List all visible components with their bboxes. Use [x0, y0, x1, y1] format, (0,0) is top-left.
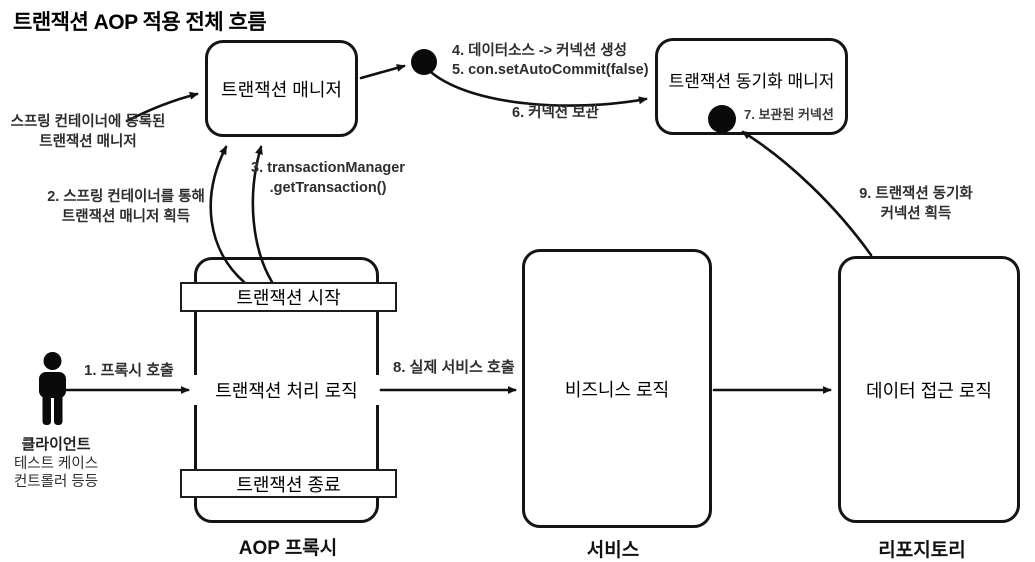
node-service-label: 비즈니스 로직 [564, 379, 670, 400]
client-label-line3: 컨트롤러 등등 [13, 474, 99, 490]
aop-proxy-start-label: 트랜잭션 시작 [236, 288, 341, 308]
node-sync-manager: 트랜잭션 동기화 매니저 [655, 38, 848, 135]
aop-proxy-caption: AOP 프록시 [238, 538, 338, 559]
aop-proxy-body: 트랜잭션 처리 로직 [194, 375, 379, 405]
arrow-step9 [741, 130, 873, 257]
client-label-line1: 클라이언트 [21, 436, 91, 453]
annotation-step9-line1: 9. 트랜잭션 동기화 [859, 186, 973, 202]
arrow-manager-to-connection [359, 64, 406, 80]
annotation-registered-manager-line2: 트랜잭션 매니저 [39, 134, 137, 150]
annotation-step5: 5. con.setAutoCommit(false) [452, 62, 649, 78]
client-person-icon [39, 352, 66, 425]
node-repository-label: 데이터 접근 로직 [866, 380, 992, 401]
annotation-step9-line2: 커넥션 획득 [880, 206, 952, 222]
client-labels: 클라이언트 테스트 케이스 컨트롤러 등등 [14, 436, 98, 492]
annotation-step2-line2: 트랜잭션 매니저 획득 [61, 209, 191, 225]
node-repository: 데이터 접근 로직 [838, 256, 1020, 523]
aop-proxy-start-bar: 트랜잭션 시작 [180, 282, 397, 312]
service-caption: 서비스 [586, 540, 640, 561]
annotation-step3-line2: .getTransaction() [269, 180, 387, 196]
node-sync-manager-label: 트랜잭션 동기화 매니저 [668, 72, 835, 91]
annotation-step3: 3. transactionManager .getTransaction() [251, 158, 405, 198]
client-label-line2: 테스트 케이스 [13, 455, 99, 472]
annotation-step2-line1: 2. 스프링 컨테이너를 통해 [47, 189, 205, 205]
annotation-step7: 7. 보관된 커넥션 [744, 107, 834, 122]
annotation-registered-manager: 스프링 컨테이너에 등록된 트랜잭션 매니저 [11, 112, 166, 152]
repository-caption: 리포지토리 [878, 540, 966, 561]
annotation-step1: 1. 프록시 호출 [84, 362, 174, 379]
node-transaction-manager: 트랜잭션 매니저 [205, 40, 358, 137]
connection-dot [411, 49, 437, 75]
annotation-registered-manager-line1: 스프링 컨테이너에 등록된 [10, 114, 166, 130]
annotation-step9: 9. 트랜잭션 동기화 커넥션 획득 [859, 184, 973, 224]
aop-proxy-body-label: 트랜잭션 처리 로직 [215, 381, 358, 401]
annotation-step6: 6. 커넥션 보관 [512, 105, 599, 121]
annotation-step3-line1: 3. transactionManager [251, 160, 405, 176]
node-transaction-manager-label: 트랜잭션 매니저 [221, 79, 342, 100]
aop-proxy-end-bar: 트랜잭션 종료 [180, 469, 397, 498]
aop-proxy-end-label: 트랜잭션 종료 [236, 474, 341, 495]
annotation-step2: 2. 스프링 컨테이너를 통해 트랜잭션 매니저 획득 [47, 187, 205, 227]
annotation-step4: 4. 데이터소스 -> 커넥션 생성 [452, 43, 627, 59]
node-service: 비즈니스 로직 [522, 249, 712, 528]
annotation-step8: 8. 실제 서비스 호출 [393, 359, 515, 376]
page-title: 트랜잭션 AOP 적용 전체 흐름 [13, 11, 267, 34]
